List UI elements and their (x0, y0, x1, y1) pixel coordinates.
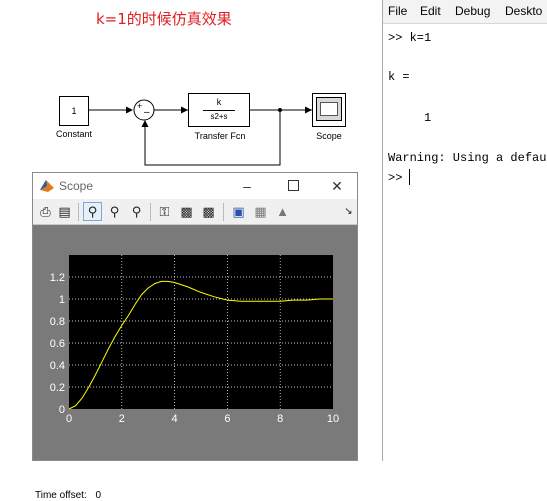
time-offset-value: 0 (95, 490, 102, 501)
x-tick-label: 10 (327, 413, 339, 425)
scope-block[interactable] (312, 93, 346, 127)
x-tick-label: 6 (224, 413, 230, 425)
minimize-button[interactable]: – (243, 178, 251, 194)
cmd-line-1: >> k=1 (388, 31, 432, 45)
tf-denominator: s2+s (210, 112, 228, 121)
x-tick-label: 8 (277, 413, 283, 425)
menu-edit[interactable]: Edit (420, 4, 441, 18)
matlab-logo-icon (40, 180, 54, 192)
scope-window: Scope – ✕ ⎙ ▤ ⚲ ⚲ ⚲ ⚿ ▩ ▩ ▣ ▦ ▲ ↘ 0 2 4 6 8 1… (32, 172, 358, 501)
constant-value: 1 (71, 106, 77, 116)
sum-minus-sign: – (144, 107, 150, 118)
diagram-wires (88, 99, 312, 166)
scope-block-label: Scope (316, 131, 342, 141)
y-tick-label: 0.6 (50, 338, 65, 350)
maximize-button[interactable] (279, 177, 307, 195)
scope-block-screen (316, 97, 342, 121)
transfer-fcn-block[interactable]: k s2+s (188, 93, 250, 127)
time-offset: Time offset: 0 (35, 490, 101, 501)
menu-file[interactable]: File (388, 4, 408, 18)
y-tick-label: 1.2 (50, 272, 65, 284)
sum-block[interactable] (133, 99, 155, 121)
tf-fraction-line (203, 110, 235, 111)
tf-label: Transfer Fcn (194, 131, 246, 141)
menu-debug[interactable]: Debug (455, 4, 491, 18)
dock-icon[interactable]: ↘ (344, 206, 353, 217)
cmd-line-2: k = (388, 70, 410, 84)
save-axes-icon[interactable]: ▩ (180, 203, 193, 219)
zoom-icon[interactable]: ⚲ (83, 202, 102, 221)
tf-numerator: k (216, 97, 222, 107)
plot-background (69, 255, 333, 409)
scope-plot-area: 0 2 4 6 8 10 0 0.2 0.4 0.6 0.8 1 1.2 Time offset: 0 (33, 225, 357, 501)
scope-toolbar: ⎙ ▤ ⚲ ⚲ ⚲ ⚿ ▩ ▩ ▣ ▦ ▲ ↘ (33, 199, 357, 225)
scope-titlebar: Scope – ✕ (33, 173, 357, 199)
y-tick-label: 1 (59, 294, 65, 306)
print-icon[interactable]: ⎙ (40, 203, 51, 219)
cmd-warning: Warning: Using a defaul (388, 151, 547, 165)
x-tick-label: 4 (172, 413, 178, 425)
scope-window-title: Scope (59, 179, 94, 193)
cmd-prompt[interactable]: >> (388, 171, 410, 185)
constant-block[interactable]: 1 (59, 96, 89, 126)
command-window[interactable]: File Edit Debug Deskto >> k=1 k = 1 Warn… (382, 0, 547, 461)
maximize-icon (288, 180, 299, 191)
constant-label: Constant (55, 129, 93, 139)
signal-selection-icon[interactable]: ▦ (254, 203, 267, 219)
y-tick-label: 0.2 (50, 382, 65, 394)
floating-scope-icon[interactable]: ▣ (232, 203, 245, 219)
zoom-y-icon[interactable]: ⚲ (131, 203, 142, 219)
y-tick-label: 0 (59, 404, 65, 416)
text-cursor (409, 169, 410, 185)
x-tick-label: 0 (66, 413, 72, 425)
menu-bar: File Edit Debug Deskto (383, 0, 547, 24)
y-tick-label: 0.4 (50, 360, 65, 372)
menu-desktop[interactable]: Deskto (505, 4, 543, 18)
lock-icon[interactable]: ▲ (276, 204, 289, 219)
autoscale-icon[interactable]: ⚿ (159, 203, 170, 219)
diagram-title: k=1的时候仿真效果 (96, 10, 232, 28)
time-offset-label: Time offset: (35, 490, 87, 501)
scope-chart: 0 2 4 6 8 10 0 0.2 0.4 0.6 0.8 1 1.2 (50, 255, 339, 425)
sum-plus-sign: + (137, 101, 143, 111)
zoom-x-icon[interactable]: ⚲ (109, 203, 120, 219)
x-tick-label: 2 (119, 413, 125, 425)
series-line (68, 280, 333, 410)
parameters-icon[interactable]: ▤ (58, 203, 71, 219)
restore-axes-icon[interactable]: ▩ (202, 203, 215, 219)
cmd-line-3: 1 (388, 111, 432, 125)
close-button[interactable]: ✕ (331, 178, 343, 194)
y-tick-label: 0.8 (50, 316, 65, 328)
